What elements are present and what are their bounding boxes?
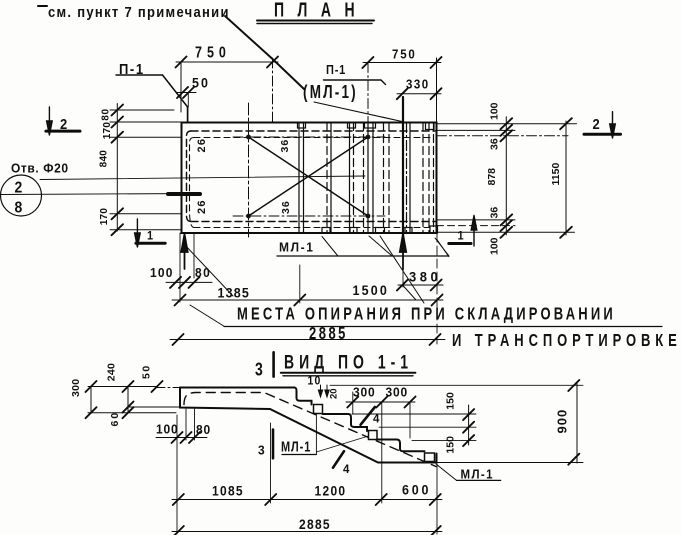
svg-text:840: 840 <box>99 150 110 168</box>
svg-text:ВИД ПО 1-1: ВИД ПО 1-1 <box>284 351 413 373</box>
svg-text:П-1: П-1 <box>119 61 145 77</box>
svg-text:8: 8 <box>15 200 23 217</box>
svg-text:МЛ-1: МЛ-1 <box>279 240 314 254</box>
svg-text:330: 330 <box>406 77 430 92</box>
svg-text:2885: 2885 <box>309 324 348 343</box>
svg-text:1200: 1200 <box>315 483 347 499</box>
svg-text:150: 150 <box>445 436 457 454</box>
svg-text:(МЛ-1): (МЛ-1) <box>303 82 358 102</box>
svg-text:3: 3 <box>258 443 265 458</box>
svg-text:36: 36 <box>489 207 501 219</box>
svg-text:2: 2 <box>593 115 600 132</box>
svg-text:380: 380 <box>409 269 441 284</box>
svg-text:100: 100 <box>489 237 501 255</box>
svg-text:И ТРАНСПОРТИРОВКЕ: И ТРАНСПОРТИРОВКЕ <box>452 331 681 350</box>
svg-text:Отв. Ф20: Отв. Ф20 <box>11 161 69 176</box>
svg-text:878: 878 <box>486 168 498 186</box>
svg-text:П-1: П-1 <box>326 62 346 77</box>
svg-text:4: 4 <box>373 412 380 425</box>
svg-text:1085: 1085 <box>212 483 244 499</box>
svg-text:100: 100 <box>156 422 178 437</box>
svg-text:МЛ-1: МЛ-1 <box>281 438 311 455</box>
svg-text:4: 4 <box>343 463 350 476</box>
svg-text:60: 60 <box>109 411 121 427</box>
svg-text:ПЛАН: ПЛАН <box>274 0 368 21</box>
svg-text:3: 3 <box>255 358 263 380</box>
svg-text:26: 26 <box>196 138 208 153</box>
svg-text:10: 10 <box>308 375 322 388</box>
svg-text:1500: 1500 <box>353 282 390 298</box>
svg-text:1: 1 <box>147 230 153 242</box>
svg-text:300: 300 <box>70 379 82 397</box>
svg-text:36: 36 <box>279 139 291 153</box>
svg-text:20: 20 <box>329 388 340 399</box>
svg-text:80: 80 <box>195 265 211 280</box>
svg-text:750: 750 <box>392 47 417 62</box>
svg-text:100: 100 <box>150 265 174 280</box>
svg-text:1385: 1385 <box>218 285 251 301</box>
svg-text:170: 170 <box>99 208 110 226</box>
svg-text:80: 80 <box>196 422 211 437</box>
svg-text:170: 170 <box>102 122 113 140</box>
svg-text:50: 50 <box>141 364 153 379</box>
svg-text:80: 80 <box>101 108 112 121</box>
svg-text:300: 300 <box>386 385 408 399</box>
svg-text:300: 300 <box>353 385 375 399</box>
svg-text:36: 36 <box>280 200 292 214</box>
svg-text:МЕСТА ОПИРАНИЯ ПРИ СКЛАДИРОВАН: МЕСТА ОПИРАНИЯ ПРИ СКЛАДИРОВАНИИ <box>237 305 616 324</box>
svg-text:900: 900 <box>555 409 570 434</box>
svg-text:26: 26 <box>196 199 208 214</box>
svg-text:240: 240 <box>106 363 118 381</box>
svg-text:2: 2 <box>15 180 23 197</box>
svg-text:750: 750 <box>195 43 231 61</box>
svg-text:МЛ-1: МЛ-1 <box>461 467 494 482</box>
svg-text:1: 1 <box>458 230 464 242</box>
svg-text:1150: 1150 <box>550 163 562 186</box>
svg-text:100: 100 <box>489 102 501 120</box>
svg-text:36: 36 <box>489 138 501 150</box>
svg-text:2: 2 <box>60 115 67 132</box>
svg-text:600: 600 <box>402 482 431 498</box>
svg-text:50: 50 <box>192 75 210 91</box>
svg-text:2885: 2885 <box>299 516 331 532</box>
svg-text:150: 150 <box>445 392 457 410</box>
svg-text:см. пункт 7 примечании: см. пункт 7 примечании <box>48 3 230 20</box>
